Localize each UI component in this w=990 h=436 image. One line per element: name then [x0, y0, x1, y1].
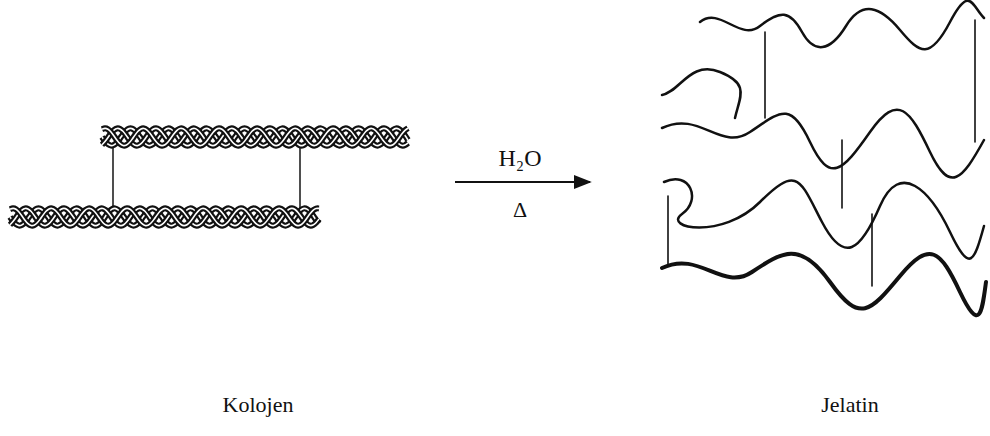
crosslink — [974, 20, 976, 142]
gelatin-chain — [662, 254, 986, 316]
figure-caption: Kolojen — [223, 393, 294, 417]
helix-strand-highlight — [10, 208, 319, 225]
crosslink — [841, 140, 843, 208]
helix-strand-highlight — [10, 208, 319, 225]
helix-strand — [10, 208, 319, 225]
crosslink — [764, 32, 766, 118]
crosslink — [871, 214, 873, 286]
collagen-figure — [10, 128, 408, 225]
helix-strand — [102, 128, 408, 145]
crosslink — [667, 196, 669, 266]
gelatin-chain — [662, 110, 984, 178]
helix-strand — [10, 208, 319, 225]
reagent-label: H₂O — [498, 145, 541, 171]
gelatin-chain — [664, 179, 984, 258]
heat-symbol: Δ — [513, 198, 527, 222]
helix-strand-highlight — [102, 128, 408, 145]
helix-strand-highlight — [10, 208, 319, 225]
gelatin-chain — [662, 69, 741, 118]
crosslink — [299, 146, 301, 209]
gelatin-figure — [662, 1, 986, 316]
helix-strand-highlight — [102, 128, 408, 145]
gelatin-chain — [700, 1, 984, 50]
helix-strand-highlight — [102, 128, 408, 145]
crosslink — [112, 146, 114, 209]
reaction-arrow — [455, 181, 590, 183]
figure-caption: Jelatin — [821, 393, 878, 417]
helix-strand — [102, 128, 408, 145]
helix-strand — [10, 208, 319, 225]
helix-strand — [102, 128, 408, 145]
